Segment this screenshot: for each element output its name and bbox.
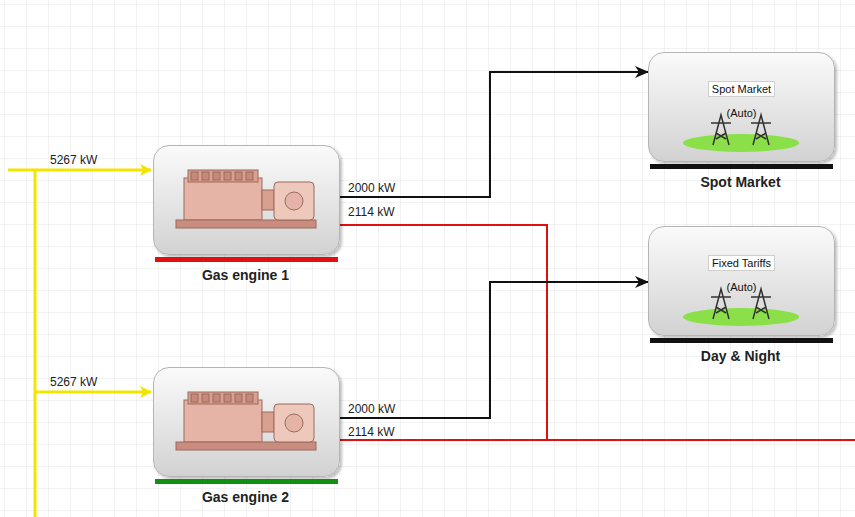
- cylinder: [224, 394, 231, 402]
- ground: [683, 134, 799, 152]
- generator-hub: [285, 414, 303, 432]
- edge-label: 2000 kW: [348, 181, 395, 195]
- power-value: 5267 kW: [50, 153, 97, 167]
- pylon: [711, 115, 731, 145]
- node-caption: Gas engine 1: [153, 267, 338, 283]
- engine-base: [176, 220, 316, 228]
- heat-line-2: [338, 439, 547, 441]
- grid-connection: Fixed Tariffs (Auto) Day & Night: [648, 226, 833, 384]
- engine-illustration: [154, 368, 339, 476]
- status-bar: [155, 257, 338, 262]
- engine-block: [184, 400, 262, 442]
- node-caption: Gas engine 2: [153, 489, 338, 505]
- cylinder: [246, 394, 253, 402]
- pylon: [751, 115, 771, 145]
- grid-connection: Spot Market (Auto) Spot Market: [648, 52, 833, 210]
- pylon: [751, 289, 771, 319]
- engine-box: [153, 145, 340, 255]
- heat-output-wire: [338, 225, 855, 440]
- power-value: 5267 kW: [50, 375, 97, 389]
- pylon-frame: [751, 115, 771, 145]
- power-value: 2114 kW: [348, 205, 394, 219]
- pylon: [711, 289, 731, 319]
- cylinder: [191, 172, 198, 180]
- node-caption: Spot Market: [648, 174, 833, 190]
- heat-line-1: [338, 225, 855, 440]
- market-type: Fixed Tariffs: [708, 255, 775, 271]
- coupling: [262, 412, 274, 432]
- gas-feed-2: [35, 391, 151, 394]
- gas-engine: Gas engine 2: [153, 367, 338, 517]
- engine-block: [184, 178, 262, 220]
- cylinder: [213, 394, 220, 402]
- generator: [274, 404, 314, 442]
- market-box: Fixed Tariffs (Auto): [648, 226, 835, 336]
- cylinder: [202, 172, 209, 180]
- mode-label: (Auto): [727, 107, 757, 119]
- status-bar: [155, 479, 338, 484]
- power-connector: [340, 72, 648, 197]
- status-bar: [650, 164, 833, 169]
- cylinder: [235, 172, 242, 180]
- cylinder: [224, 172, 231, 180]
- cylinder: [246, 172, 253, 180]
- generator-hub: [285, 192, 303, 210]
- status-bar: [650, 338, 833, 343]
- generator: [274, 182, 314, 220]
- cylinder: [235, 394, 242, 402]
- engine-head: [188, 392, 258, 404]
- mode-label: (Auto): [727, 281, 757, 293]
- cylinder: [202, 394, 209, 402]
- gas-feed-1: [35, 169, 151, 172]
- engine-head: [188, 170, 258, 182]
- power-connector: [340, 282, 648, 418]
- pylon-frame: [711, 115, 731, 145]
- gas-engine: Gas engine 1: [153, 145, 338, 303]
- gas-main: [8, 170, 35, 517]
- node-caption: Day & Night: [648, 348, 833, 364]
- cylinder: [191, 394, 198, 402]
- coupling: [262, 190, 274, 210]
- market-box: Spot Market (Auto): [648, 52, 835, 162]
- engine-illustration: [154, 146, 339, 254]
- ground: [683, 308, 799, 326]
- market-type: Spot Market: [708, 81, 775, 97]
- cylinder: [213, 172, 220, 180]
- engine-base: [176, 442, 316, 450]
- edge-label: 2000 kW: [348, 402, 395, 416]
- gas-supply-wire: [8, 170, 151, 517]
- pylon-frame: [751, 289, 771, 319]
- pylon-frame: [711, 289, 731, 319]
- power-value: 2114 kW: [348, 425, 394, 439]
- engine-box: [153, 367, 340, 477]
